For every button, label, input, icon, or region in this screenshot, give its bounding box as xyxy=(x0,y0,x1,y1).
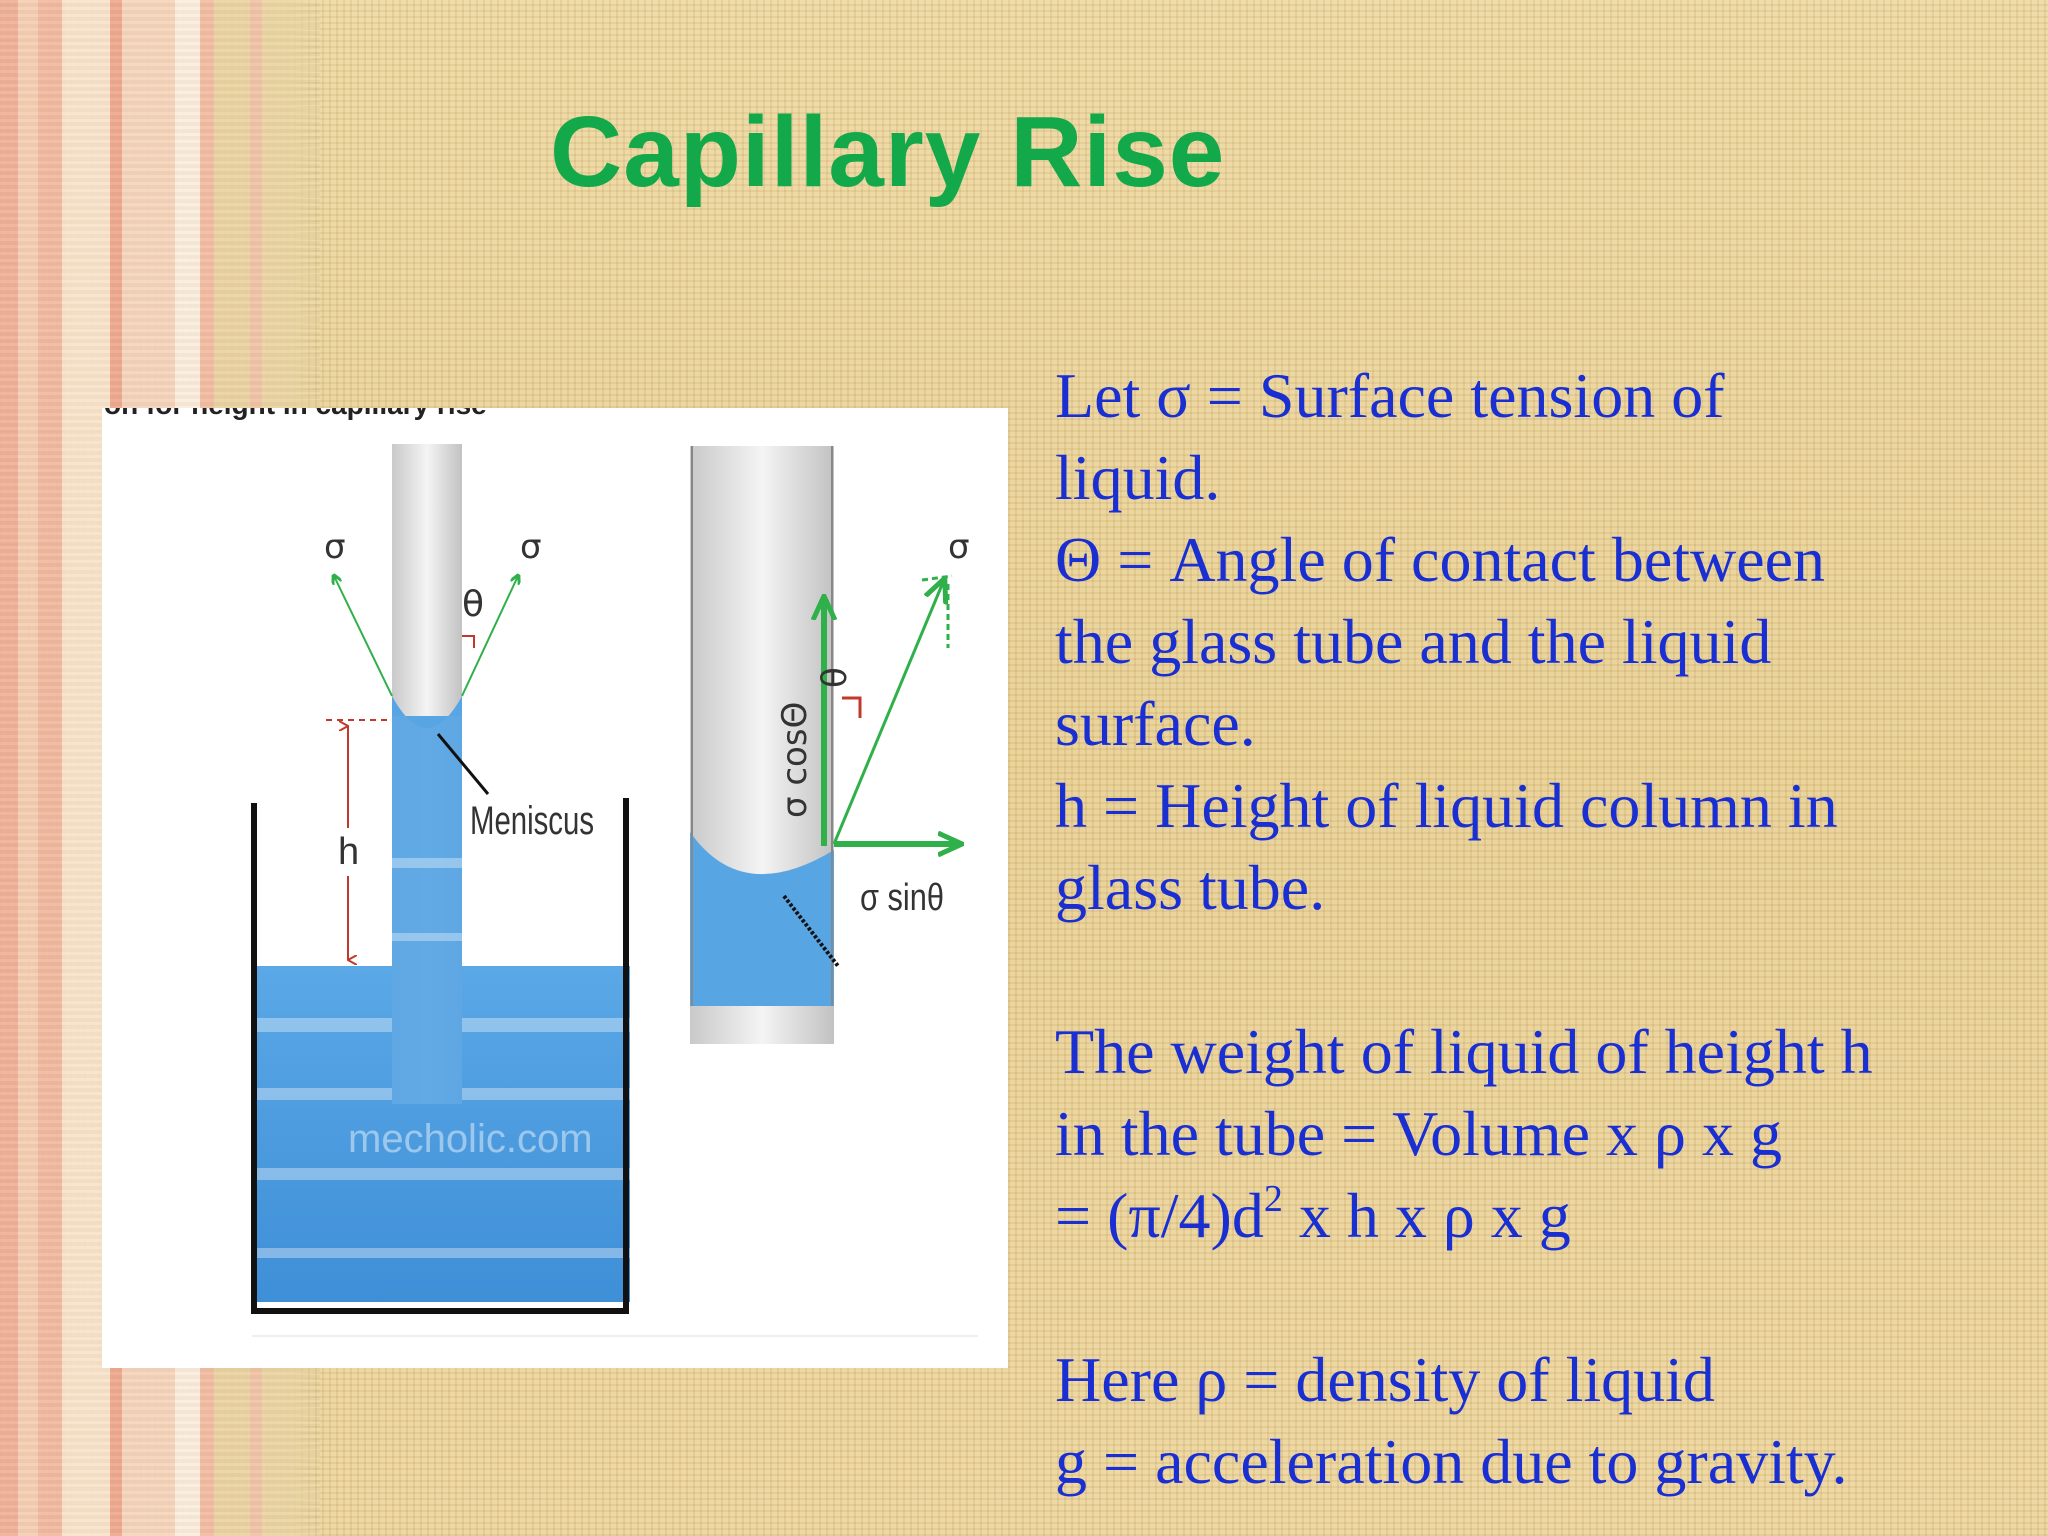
text-line: surface. xyxy=(1055,688,1256,759)
text-line: Here ρ = density of liquid xyxy=(1055,1344,1715,1415)
meniscus-label: Meniscus xyxy=(470,799,594,843)
meniscus-curve xyxy=(392,696,462,728)
sigma-resultant-dash xyxy=(921,574,953,582)
sigma-resultant-arrow xyxy=(832,580,944,845)
slide-title: Capillary Rise xyxy=(550,96,1226,208)
text-line: g = acceleration due to gravity. xyxy=(1055,1426,1848,1497)
text-line: glass tube. xyxy=(1055,852,1326,923)
angle-mark-left xyxy=(462,635,475,648)
sigma-arrow-right xyxy=(461,576,518,697)
text-line: The weight of liquid of height h xyxy=(1055,1016,1873,1087)
diagram-caption: on for height in capillary rise xyxy=(104,408,487,420)
theta-label-left: θ xyxy=(462,584,484,625)
sigma-sin-label: σ sinθ xyxy=(860,877,944,919)
sigma-label-right: σ xyxy=(520,527,542,567)
sigma-label-right-panel: σ xyxy=(948,527,970,567)
text-line: h = Height of liquid column in xyxy=(1055,770,1838,841)
text-line: Θ = Angle of contact between xyxy=(1055,524,1826,595)
text-line: in the tube = Volume x ρ x g xyxy=(1055,1098,1782,1169)
formula-exponent: 2 xyxy=(1263,1178,1283,1220)
sigma-arrow-left xyxy=(334,576,393,697)
angle-mark-right xyxy=(842,696,862,718)
formula-line: = (π/4)d2 x h x ρ x g xyxy=(1055,1175,2025,1257)
formula-part: = (π/4)d xyxy=(1055,1180,1264,1251)
sigma-cos-label: σ cosΘ xyxy=(775,702,815,818)
paragraph-gap xyxy=(1055,929,2025,1011)
zoom-tube-liquid xyxy=(690,832,834,1006)
sigma-label-left: σ xyxy=(324,527,346,567)
text-line: liquid. xyxy=(1055,442,1221,513)
paragraph-gap xyxy=(1055,1257,2025,1339)
meniscus-pointer xyxy=(436,733,490,795)
text-line: the glass tube and the liquid xyxy=(1055,606,1772,677)
height-label: h xyxy=(338,831,359,873)
beaker-walls xyxy=(251,798,629,1314)
definitions-text: Let σ = Surface tension of liquid. Θ = A… xyxy=(1055,355,2025,1503)
theta-label-right: θ xyxy=(815,667,855,688)
water-highlights xyxy=(256,1018,630,1258)
watermark: mecholic.com xyxy=(348,1117,593,1161)
tube-liquid-column xyxy=(392,716,462,1104)
capillary-diagram: on for height in capillary rise σ σ θ h xyxy=(102,408,1008,1368)
text-line: Let σ = Surface tension of xyxy=(1055,360,1725,431)
formula-part: x h x ρ x g xyxy=(1282,1180,1571,1251)
